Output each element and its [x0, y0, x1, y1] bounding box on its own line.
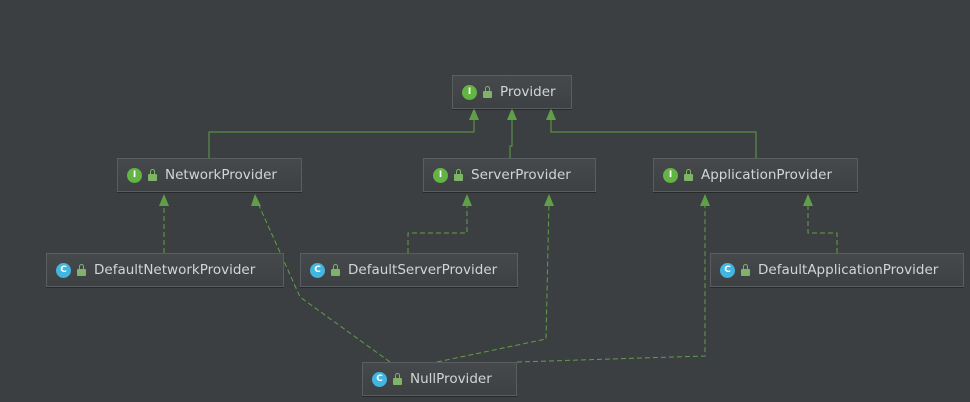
- arrowhead-defaultapplicationprovider-applicationprovider: [803, 194, 813, 206]
- node-label: NullProvider: [410, 371, 492, 387]
- arrowhead-defaultnetworkprovider-networkprovider: [159, 194, 169, 206]
- node-label: DefaultApplicationProvider: [758, 262, 939, 278]
- node-label: DefaultServerProvider: [348, 262, 498, 278]
- node-defaultnetworkprovider[interactable]: C DefaultNetworkProvider: [46, 253, 284, 287]
- public-visibility-icon: [331, 264, 340, 276]
- edge-nullprovider-applicationprovider: [516, 201, 706, 363]
- edge-defaultserverprovider-serverprovider: [407, 201, 468, 253]
- edge-nullprovider-serverprovider: [436, 200, 550, 363]
- public-visibility-icon: [393, 373, 402, 385]
- edge-defaultapplicationprovider-applicationprovider: [807, 201, 838, 253]
- node-label: DefaultNetworkProvider: [94, 262, 256, 278]
- node-applicationprovider[interactable]: I ApplicationProvider: [653, 158, 858, 192]
- node-nullprovider[interactable]: C NullProvider: [362, 362, 517, 396]
- node-networkprovider[interactable]: I NetworkProvider: [117, 158, 302, 192]
- public-visibility-icon: [483, 86, 492, 98]
- interface-icon: I: [462, 84, 477, 100]
- node-label: NetworkProvider: [165, 167, 277, 183]
- edge-networkprovider-provider: [208, 114, 475, 158]
- public-visibility-icon: [741, 264, 750, 276]
- node-label: ServerProvider: [471, 167, 571, 183]
- arrowhead-defaultserverprovider-serverprovider: [462, 194, 472, 206]
- arrowhead-networkprovider-provider: [469, 108, 479, 120]
- arrowhead-serverprovider-provider: [507, 108, 517, 120]
- node-label: ApplicationProvider: [701, 167, 833, 183]
- edge-serverprovider-provider: [509, 114, 513, 158]
- interface-icon: I: [663, 167, 678, 183]
- public-visibility-icon: [148, 169, 157, 181]
- node-label: Provider: [500, 84, 556, 100]
- arrowhead-nullprovider-serverprovider: [544, 194, 554, 206]
- class-icon: C: [310, 262, 325, 278]
- class-icon: C: [720, 262, 735, 278]
- public-visibility-icon: [684, 169, 693, 181]
- public-visibility-icon: [454, 169, 463, 181]
- edge-applicationprovider-provider: [550, 114, 757, 158]
- interface-icon: I: [433, 167, 448, 183]
- arrowhead-nullprovider-applicationprovider: [700, 194, 710, 206]
- node-defaultapplicationprovider[interactable]: C DefaultApplicationProvider: [710, 253, 964, 287]
- node-defaultserverprovider[interactable]: C DefaultServerProvider: [300, 253, 518, 287]
- node-provider[interactable]: I Provider: [452, 75, 572, 109]
- arrowhead-nullprovider-networkprovider: [251, 194, 261, 206]
- public-visibility-icon: [77, 264, 86, 276]
- class-icon: C: [56, 262, 71, 278]
- node-serverprovider[interactable]: I ServerProvider: [423, 158, 596, 192]
- interface-icon: I: [127, 167, 142, 183]
- arrowhead-applicationprovider-provider: [546, 108, 556, 120]
- class-icon: C: [372, 371, 387, 387]
